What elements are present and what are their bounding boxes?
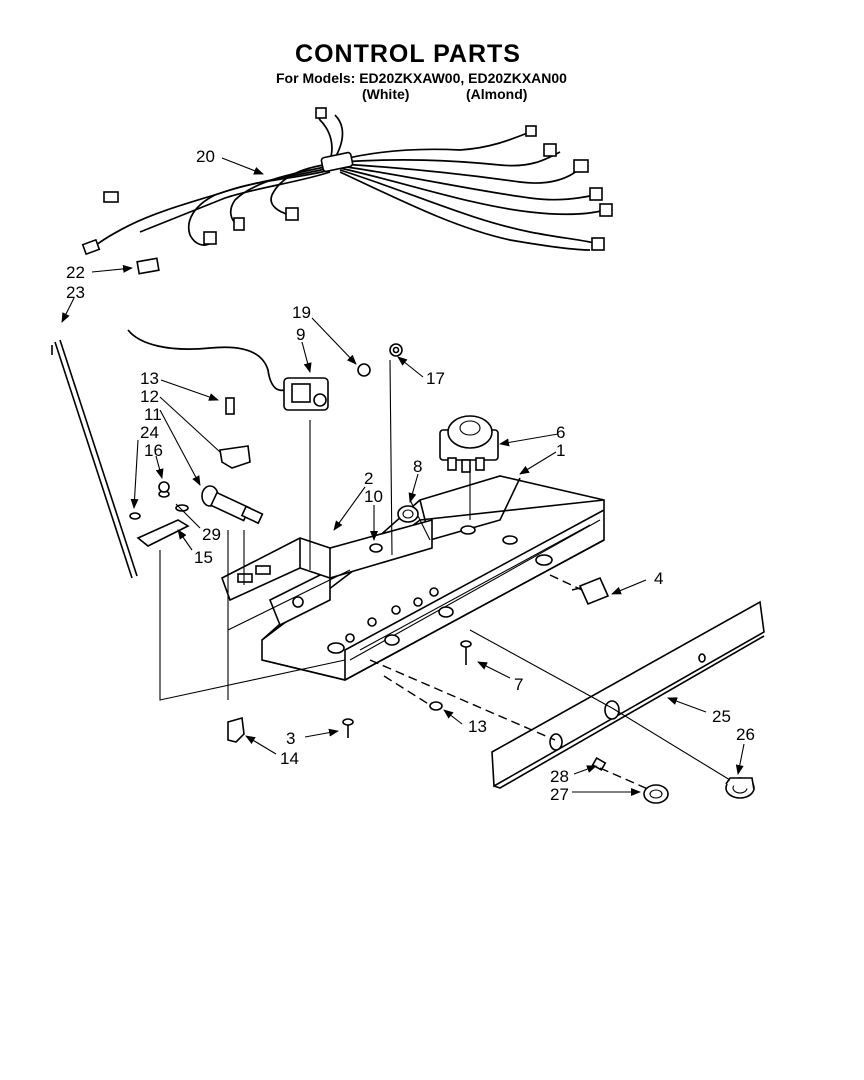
callout-2: 2 (364, 469, 373, 488)
clip-part-22 (136, 257, 160, 275)
callout-29: 29 (202, 525, 221, 544)
variant-white-label: (White) (362, 86, 410, 102)
screw-part-13-lower (429, 701, 443, 711)
spring-part-28 (591, 756, 607, 772)
control-shaft-part-11 (201, 485, 264, 525)
callout-26: 26 (736, 725, 755, 744)
switch-part-8 (397, 505, 419, 523)
variant-almond-label: (Almond) (466, 86, 528, 102)
callout-7: 7 (514, 675, 523, 694)
models-line: For Models: ED20ZKXAW00, ED20ZKXAN00 (276, 70, 567, 86)
callout-12: 12 (140, 387, 159, 406)
knob-part-26 (725, 777, 755, 799)
callout-17: 17 (426, 369, 445, 388)
page-header: CONTROL PARTS For Models: ED20ZKXAW00, E… (0, 0, 864, 110)
callout-8: 8 (413, 457, 422, 476)
light-socket-part-9 (127, 329, 329, 411)
screw-part-3 (342, 718, 354, 738)
callout-labels: 20 22 23 19 9 17 13 12 11 24 16 29 15 6 … (66, 147, 755, 804)
callout-13-upper: 13 (140, 369, 159, 388)
callout-15: 15 (194, 548, 213, 567)
callout-25: 25 (712, 707, 731, 726)
callout-10: 10 (364, 487, 383, 506)
callout-4: 4 (654, 569, 663, 588)
callout-3: 3 (286, 729, 295, 748)
callout-23: 23 (66, 283, 85, 302)
callout-6: 6 (556, 423, 565, 442)
callout-27: 27 (550, 785, 569, 804)
knob-part-27 (643, 784, 669, 804)
callout-14: 14 (280, 749, 299, 768)
callout-22: 22 (66, 263, 85, 282)
thermostat-bracket-part-12 (219, 397, 251, 469)
light-bulb-part-19 (357, 343, 403, 377)
callout-19: 19 (292, 303, 311, 322)
clip-part-14 (227, 716, 245, 743)
control-housing-part-1 (261, 475, 605, 681)
callout-1: 1 (556, 441, 565, 460)
callout-16: 16 (144, 441, 163, 460)
callout-9: 9 (296, 325, 305, 344)
thermostat-part-6 (439, 415, 499, 473)
callout-20: 20 (196, 147, 215, 166)
screw-part-7 (460, 640, 472, 665)
callout-leaders (61, 157, 745, 796)
callout-28: 28 (550, 767, 569, 786)
page-title: CONTROL PARTS (295, 40, 521, 68)
connector-part-4 (571, 576, 610, 606)
callout-13-lower: 13 (468, 717, 487, 736)
wiring-harness (81, 107, 613, 256)
callout-11: 11 (144, 405, 162, 424)
sensing-tube-part-23 (51, 339, 138, 579)
screw-part-10 (369, 543, 383, 553)
control-lever-part-15 (129, 481, 190, 547)
control-panel-part-25 (491, 600, 765, 789)
callout-24: 24 (140, 423, 159, 442)
projection-lines (369, 574, 731, 791)
